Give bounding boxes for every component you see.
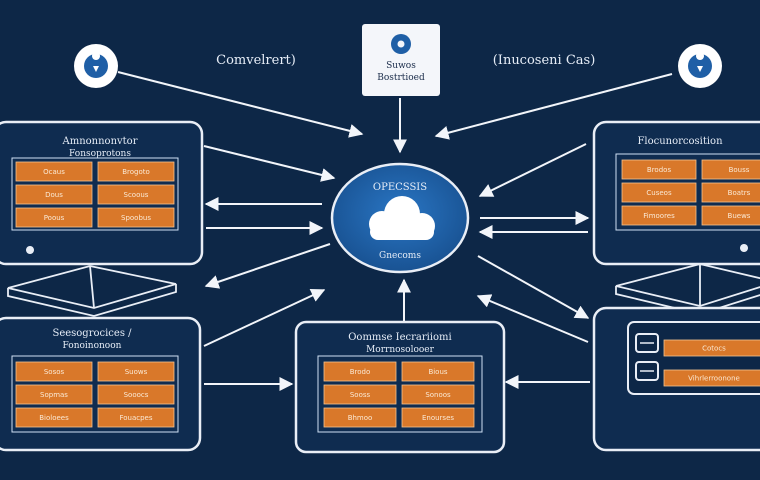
table-cell-label: Scoous [124,191,149,199]
storage-drive-icon [635,361,659,381]
table-cell: Sosos [15,361,93,382]
table-cell: Sooss [323,384,397,405]
table-cell-label: Sosos [44,368,65,376]
table-cell-label: Suows [125,368,148,376]
table-cell-label: Brodo [350,368,371,376]
top-right-label: (Inucoseni Cas) [493,53,596,68]
location-pin-icon [74,44,118,88]
table-cell-label: Spoobus [121,214,151,222]
table-cell: Sooocs [97,384,175,405]
table-cell: Boatrs [701,182,760,203]
table-cell: Brodos [621,159,697,180]
table-cell-label: Bious [428,368,447,376]
storage-drive-icon [635,333,659,353]
table-cell: Scoous [97,184,175,205]
table-cell-label: Bouss [729,166,750,174]
table-cell-label: Vihrlerroonone [688,375,740,383]
table-cell-label: Enourses [422,414,454,422]
table-cell: Brodo [323,361,397,382]
panel-bottom-left-subtitle: Fonoinonoon [63,341,122,351]
cloud-hub: OPECSSIS Gnecoms [330,162,470,274]
table-cell-label: Fimoores [643,212,675,220]
table-cell-label: Sooss [350,391,371,399]
top-card: Suwos Bostrtioed [362,24,440,96]
top-card-line2: Bostrtioed [377,73,425,83]
top-card-line1: Suwos [386,61,416,71]
panel-bottom-center-subtitle: Morrnosolooer [366,345,435,355]
connector-arrows [117,71,673,391]
top-left-label: Comvelrert) [216,53,296,68]
table-cell-label: Cotocs [702,345,726,353]
location-pin-icon [678,44,722,88]
table-cell-label: Sooocs [124,391,149,399]
table-cell: Vihrlerroonone [663,369,760,387]
dot-marker [26,246,35,254]
table-cell: Bouss [701,159,760,180]
panel-bottom-center: Oommse Iecrariiomi Morrnosolooer Brodo Bi… [294,320,506,454]
diamond-plate [615,263,760,315]
table-cell: Sopmas [15,384,93,405]
table-cell-label: Bhmoo [348,414,373,422]
table-cell-label: Poous [44,214,65,222]
arrow-bottomleft-to-hub [203,288,326,347]
table-cell-label: Cuseos [646,189,672,197]
table-cell: Bhmoo [323,407,397,428]
table-cell-label: Bioloees [39,414,69,422]
table-cell: Enourses [401,407,475,428]
table-cell: Bious [401,361,475,382]
cloud-hub-title: OPECSSIS [373,182,427,193]
table-cell-label: Ocaus [43,168,65,176]
dot-marker [740,244,749,252]
table-cell: Buews [701,205,760,226]
table-cell: Fouacpes [97,407,175,428]
panel-top-left-title: Amnonnonvtor [62,136,138,147]
table-cell: Poous [15,207,93,228]
table-cell: Cotocs [663,339,760,357]
arrow-hub-to-leftpanel [204,243,331,289]
cloud-icon [369,196,435,240]
table-cell: Cuseos [621,182,697,203]
table-cell-label: Dous [45,191,63,199]
table-cell-label: Sonoos [425,391,451,399]
table-cell: Brogoto [97,161,175,182]
panel-bottom-center-title: Oommse Iecrariiomi [348,332,452,343]
table-cell-label: Boatrs [728,189,751,197]
panel-top-left-subtitle: Fonsoprotons [69,149,131,159]
table-cell-label: Brodos [647,166,672,174]
table-cell-label: Sopmas [40,391,68,399]
table-cell-label: Buews [728,212,751,220]
panel-top-right-title: Flocunorcosition [637,136,723,147]
arrow-topright-to-hub [434,73,673,140]
table-cell-label: Fouacpes [119,414,152,422]
arrow-right-diag [476,294,589,343]
table-cell-label: Brogoto [122,168,150,176]
arrow-leftpanel-to-hub [203,145,336,182]
globe-pin-icon [391,34,411,54]
cloud-hub-caption: Gnecoms [379,251,421,261]
arrow-topleft-to-hub [117,71,364,138]
panel-top-left: Amnonnonvtor Fonsoprotons Ocaus BrogotoDo… [0,120,204,266]
arrow-rightpanel-to-hub [478,143,587,197]
table-cell: Suows [97,361,175,382]
table-cell: Dous [15,184,93,205]
diamond-plate [7,265,177,317]
panel-bottom-left-title: Seesogrocices / [52,328,132,339]
table-cell: Spoobus [97,207,175,228]
table-cell: Sonoos [401,384,475,405]
arrow-hub-to-rightlower [477,255,590,319]
table-cell: Ocaus [15,161,93,182]
table-cell: Fimoores [621,205,697,226]
panel-bottom-left: Seesogrocices / Fonoinonoon Sosos SuowsSo… [0,316,202,452]
table-cell: Bioloees [15,407,93,428]
